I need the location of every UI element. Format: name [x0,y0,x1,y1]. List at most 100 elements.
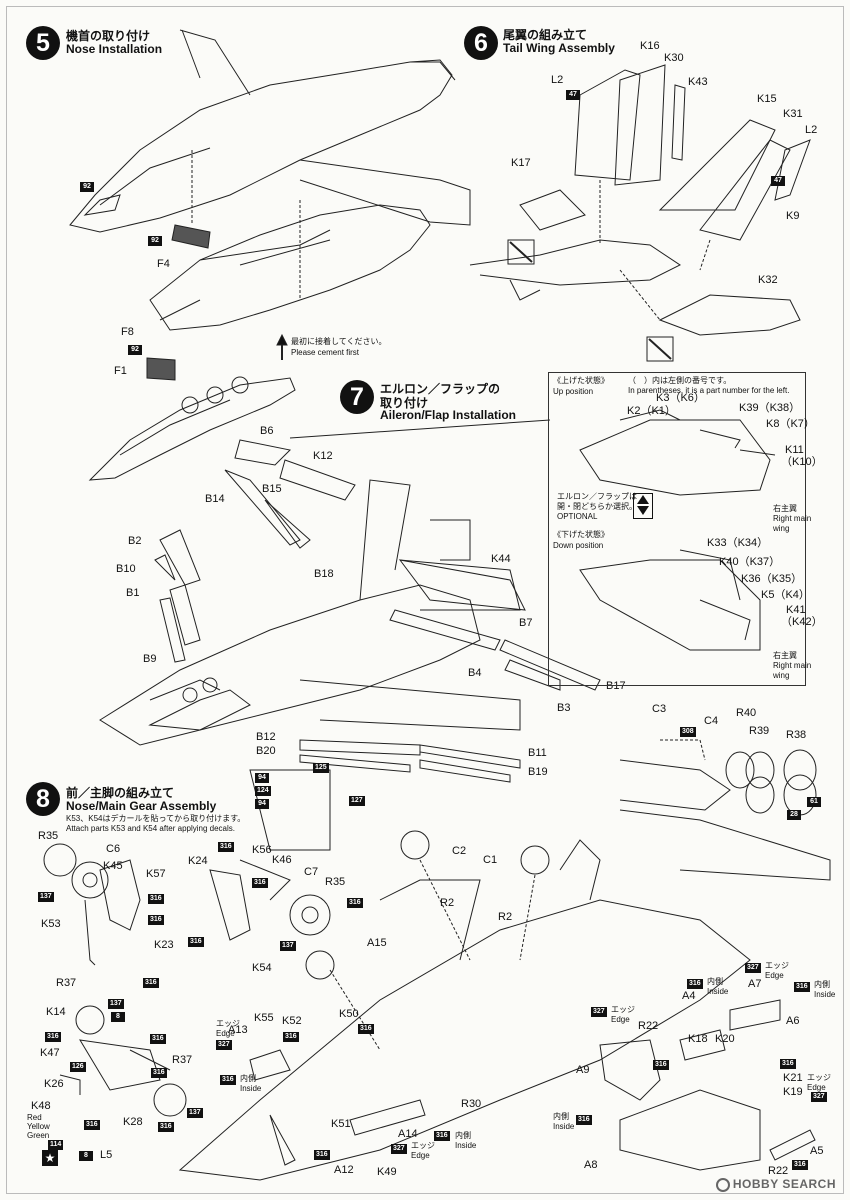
part-label-k33: K33（K34） [707,537,769,549]
part-label-k17: K17 [511,157,531,169]
nose-lower-fuselage [149,200,431,331]
step-8-title-jp: 前／主脚の組み立て [66,786,175,800]
wing-assembly [99,439,601,783]
step-6-number: 6 [464,26,498,60]
part-label-k41: K41 [786,604,806,616]
part-label-a8: A8 [584,1159,598,1171]
part-label-k43: K43 [688,76,708,88]
right-main-wing-en2: wing [773,671,790,680]
part-label-k24: K24 [188,855,208,867]
step-5-number: 5 [26,26,60,60]
cement-note-jp: 最初に接着してください。 [291,337,387,346]
part-label-k30: K30 [664,52,684,64]
part-label-c1: C1 [483,854,498,866]
paint-126: 126 [70,1062,86,1072]
aileron-flap-inset-frame [548,372,806,686]
step-7-number: 7 [340,380,374,414]
inside-en: Inside [240,1084,262,1093]
part-label-r38: R38 [786,729,807,741]
paint-8: 8 [111,1012,125,1022]
part-label-k32: K32 [758,274,778,286]
step-8-title-en: Nose/Main Gear Assembly [66,799,217,813]
down-position-jp: 《下げた状態》 [553,530,609,539]
part-label-l2: L2 [551,74,564,86]
edge-en: Edge [411,1151,430,1160]
paint-327: 327 [811,1092,827,1102]
paint-316: 316 [148,894,164,904]
part-label-k56: K56 [252,844,272,856]
part-label-r22: R22 [638,1020,659,1032]
part-label-k40: K40（K37） [719,556,781,568]
part-label-r37: R37 [172,1054,193,1066]
step-7-title-jp1: エルロン／フラップの [380,382,501,396]
part-label-k55: K55 [254,1012,274,1024]
part-label-k26: K26 [44,1078,64,1090]
part-label-k14: K14 [46,1006,66,1018]
step-7-title-en: Aileron/Flap Installation [380,408,517,422]
inset-wing-up [579,409,776,496]
paint-327: 327 [391,1144,407,1154]
edge-jp: エッジ [216,1019,240,1028]
paint-316: 316 [150,1034,166,1044]
part-label-c6: C6 [106,843,121,855]
paint-316: 316 [347,898,363,908]
paint-327: 327 [216,1040,232,1050]
paint-28: 28 [787,810,801,820]
paint-316: 316 [576,1115,592,1125]
part-label-k8: K8（K7） [766,418,815,430]
edge-en: Edge [765,971,784,980]
inside-en: Inside [814,990,836,999]
inside-jp: 内側 [707,977,723,986]
no-cement-box-2 [646,336,674,362]
part-label-c7: C7 [304,866,319,878]
paint-316: 316 [792,1160,808,1170]
part-label-r35: R35 [38,830,59,842]
part-label-b10: B10 [116,563,136,575]
part-label-b14: B14 [205,493,225,505]
part-label-a6: A6 [786,1015,800,1027]
part-label-b3: B3 [557,702,571,714]
paint-316: 316 [143,978,159,988]
part-label-f4: F4 [157,258,170,270]
cement-note-en: Please cement first [291,348,360,357]
color-red: Red [27,1113,42,1122]
paint-94: 94 [255,799,269,809]
optional-note-en: OPTIONAL [557,512,598,521]
part-label-r2: R2 [498,911,513,923]
part-label-k50: K50 [339,1008,359,1020]
hobby-search-logo-icon [715,1178,730,1192]
part-label-k5: K5（K4） [761,589,810,601]
paint-327: 327 [745,963,761,973]
part-label-k12: K12 [313,450,333,462]
paint-61: 61 [807,797,821,807]
nose-upper-fuselage [69,29,471,261]
paint-316: 316 [314,1150,330,1160]
down-position-en: Down position [553,541,604,550]
step-8-note-en: Attach parts K53 and K54 after applying … [66,824,235,833]
part-label-f1: F1 [114,365,127,377]
part-label-r40: R40 [736,707,757,719]
step-5-title-jp: 機首の取り付け [66,29,151,43]
right-main-wing-jp: 右主翼 [773,504,797,513]
part-label-k31: K31 [783,108,803,120]
part-label-k39: K39（K38） [739,402,801,414]
part-label-b19: B19 [528,766,548,778]
inside-jp: 内側 [814,980,830,989]
paint-137: 137 [108,999,124,1009]
part-label-c4: C4 [704,715,719,727]
part-label-r2: R2 [440,897,455,909]
right-main-wing-en1: Right main [773,661,812,670]
paint-316: 316 [358,1024,374,1034]
part-label-k9: K9 [786,210,800,222]
right-main-wing-jp: 右主翼 [773,651,797,660]
part-label-r35: R35 [325,876,346,888]
optional-updown-icon [633,493,653,519]
paint-316: 316 [151,1068,167,1078]
legend-note-jp: （ ）内は左側の番号です。 [628,376,732,385]
edge-jp: エッジ [611,1005,635,1014]
inset-wing-down [579,549,761,651]
part-label-b6: B6 [260,425,274,437]
part-label-r30: R30 [461,1098,482,1110]
part-label-b4: B4 [468,667,482,679]
edge-en: Edge [216,1029,235,1038]
